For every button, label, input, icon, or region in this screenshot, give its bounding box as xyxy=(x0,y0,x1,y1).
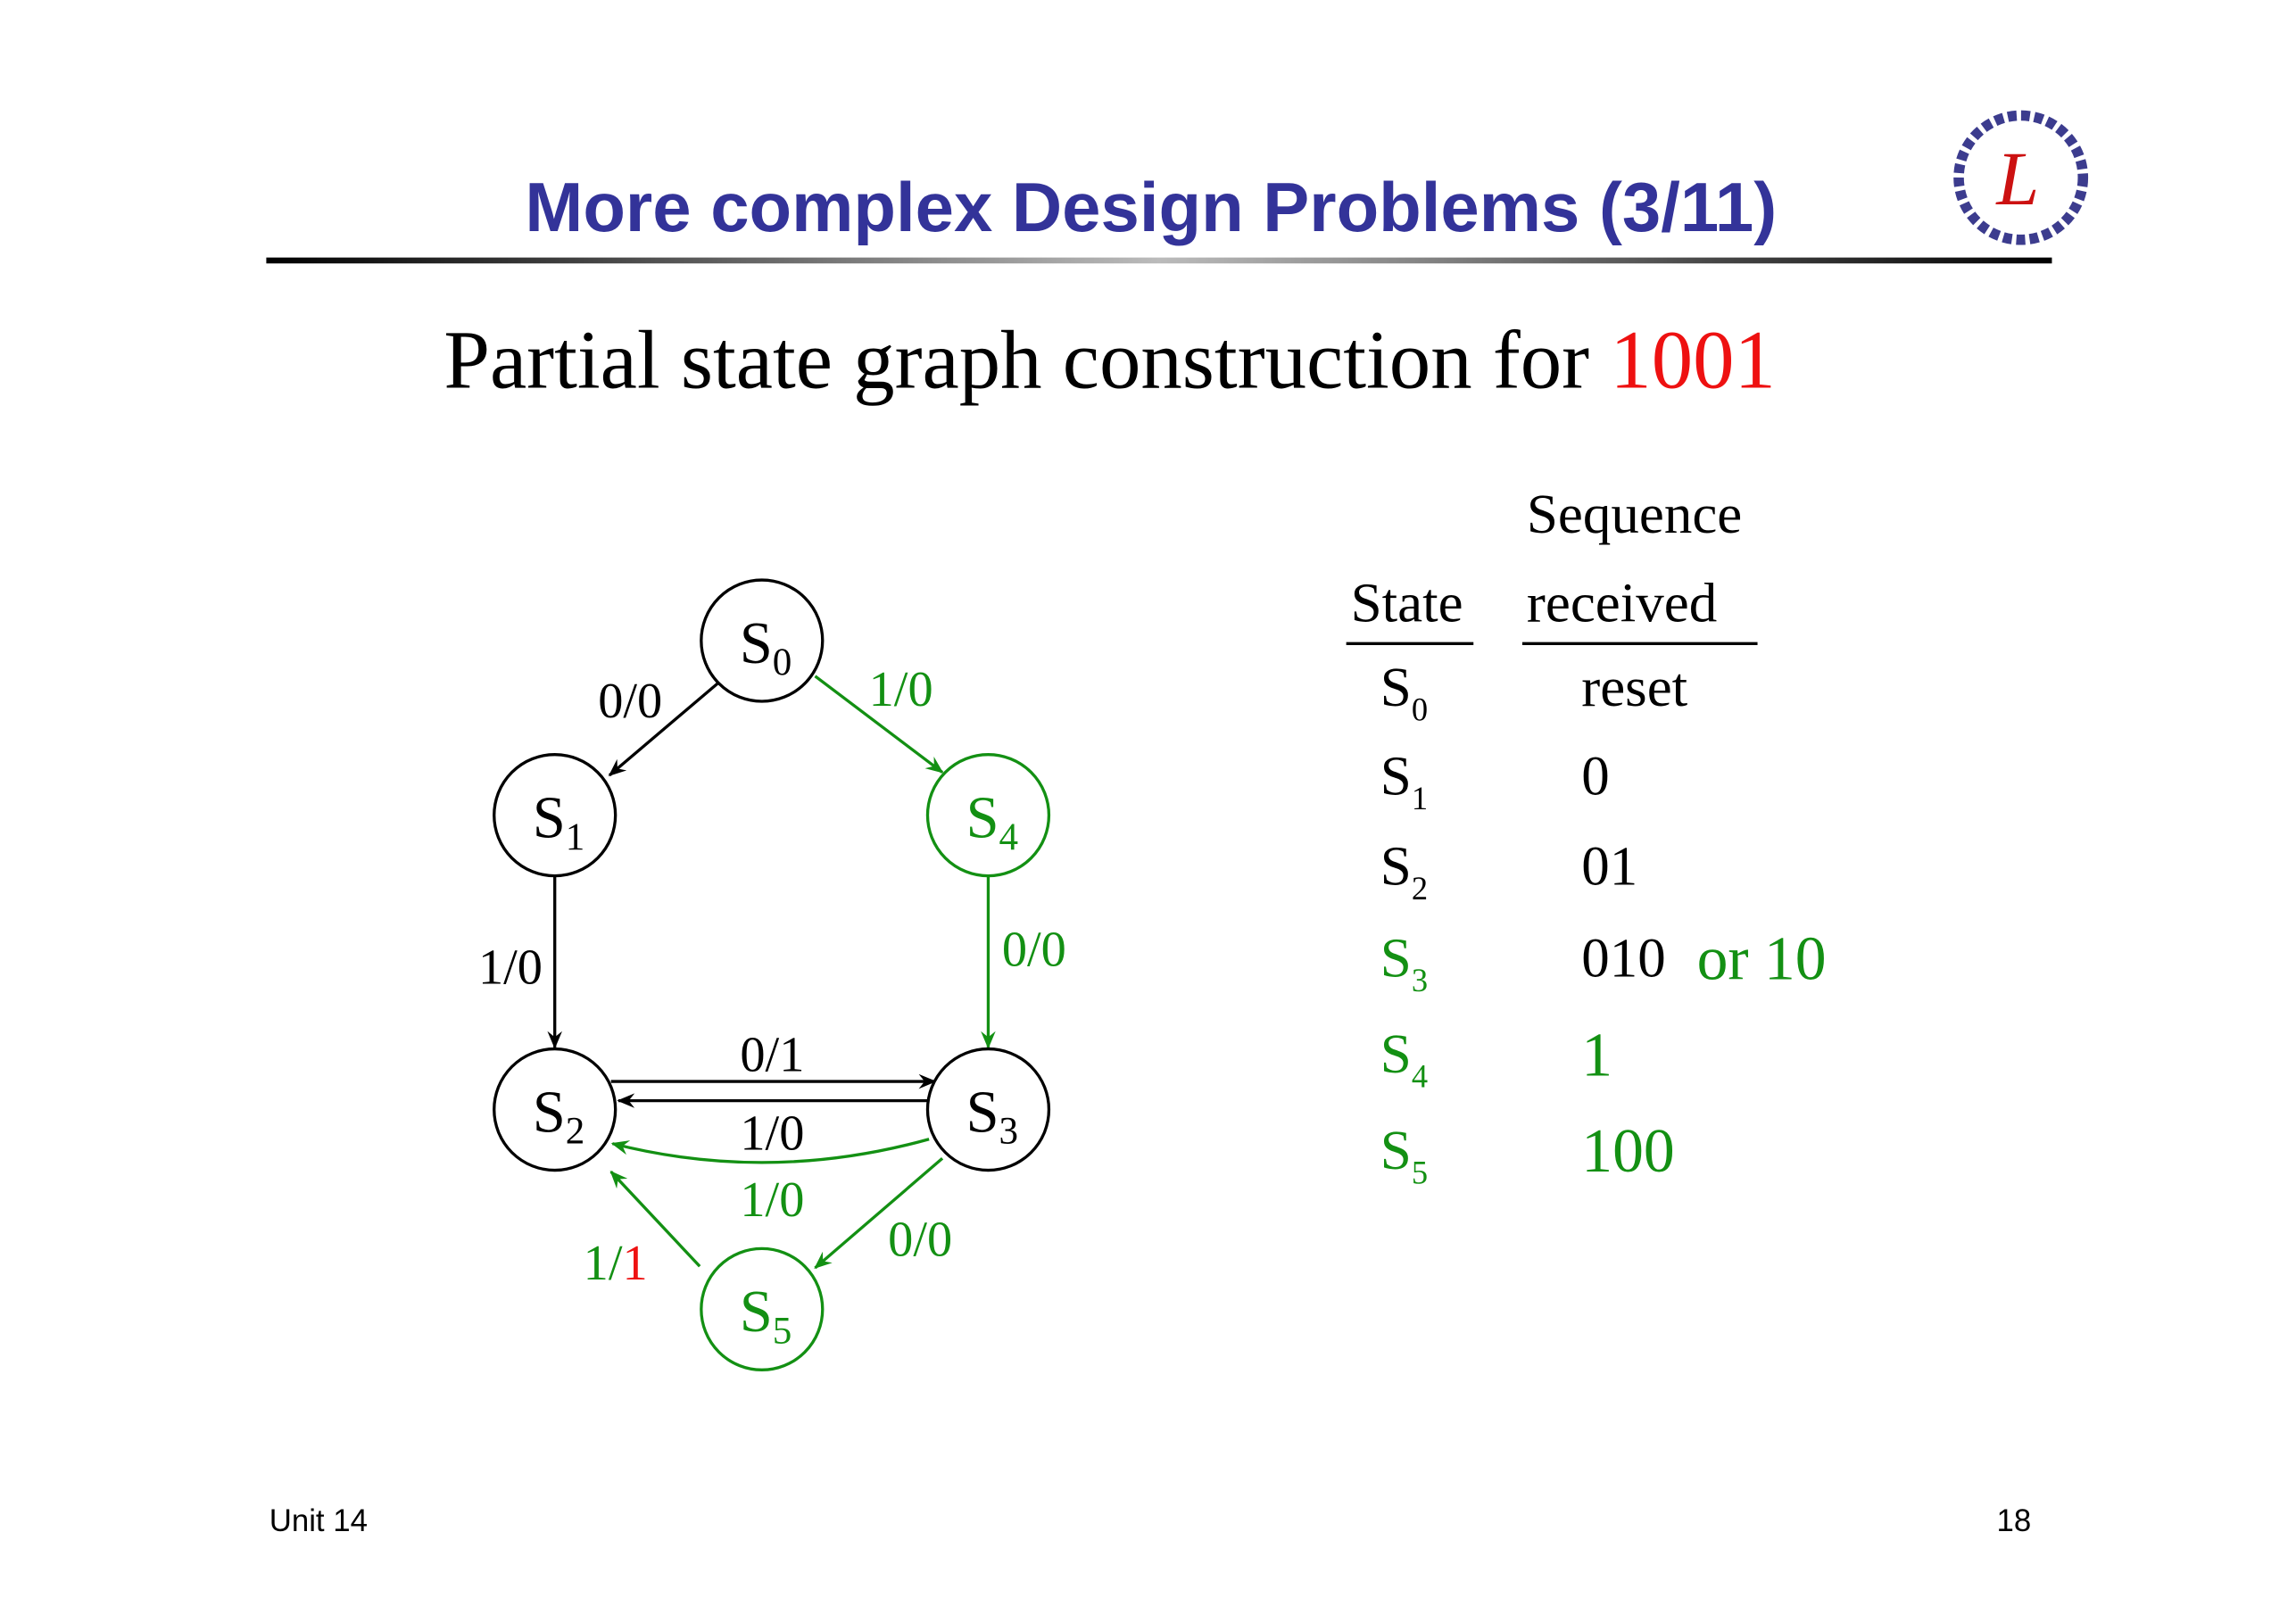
svg-text:S0: S0 xyxy=(1380,656,1428,728)
svg-text:100: 100 xyxy=(1581,1117,1674,1186)
svg-text:S5: S5 xyxy=(1380,1119,1428,1191)
edge-label-s3-s2: 1/0 xyxy=(740,1105,804,1161)
edge-s0-s1 xyxy=(608,682,719,777)
svg-text:S1: S1 xyxy=(533,786,584,858)
state-node-s3: S3 xyxy=(925,1047,1051,1172)
subtitle-sequence: 1001 xyxy=(1610,315,1776,407)
edge-label-s5-s2: 1/1 xyxy=(584,1236,648,1291)
svg-text:S4: S4 xyxy=(1380,1023,1428,1095)
state-node-s2: S2 xyxy=(493,1047,618,1172)
logo-letter: L xyxy=(1994,136,2039,221)
svg-text:S2: S2 xyxy=(533,1080,584,1152)
state-graph xyxy=(547,675,996,1270)
header-state: State xyxy=(1351,571,1463,633)
edge-label-s3-s2-curve: 1/0 xyxy=(740,1172,804,1228)
svg-text:S5: S5 xyxy=(740,1279,792,1352)
table-row: S3 010 or 10 xyxy=(1380,925,1827,998)
subtitle: Partial state graph construction for 100… xyxy=(443,315,1776,407)
edge-s0-s4 xyxy=(814,675,944,774)
table-row: S5 100 xyxy=(1380,1117,1675,1190)
state-node-s1: S1 xyxy=(493,753,618,878)
svg-text:S3: S3 xyxy=(966,1080,1018,1152)
title-rule xyxy=(266,257,2052,264)
slide-title: More complex Design Problems (3/11) xyxy=(525,168,1777,246)
state-node-s4: S4 xyxy=(925,753,1051,878)
svg-text:S3: S3 xyxy=(1380,926,1428,998)
svg-text:01: 01 xyxy=(1581,835,1637,898)
subtitle-text: Partial state graph construction for xyxy=(443,315,1610,407)
svg-text:S4: S4 xyxy=(966,786,1018,858)
svg-text:0: 0 xyxy=(1581,744,1610,807)
logic-design-logo: L xyxy=(1953,110,2089,245)
table-row: S4 1 xyxy=(1380,1021,1612,1094)
table-row: S0 reset xyxy=(1380,656,1688,728)
svg-text:S1: S1 xyxy=(1380,744,1428,816)
svg-text:S2: S2 xyxy=(1380,835,1428,907)
state-table: Sequence State received S0 reset S1 0 S2… xyxy=(1346,483,1827,1190)
table-row: S1 0 xyxy=(1380,744,1610,816)
svg-text:010: 010 xyxy=(1581,926,1665,989)
edge-s3-s2-curve xyxy=(610,1138,930,1164)
footer-unit: Unit 14 xyxy=(269,1503,368,1538)
edge-label-s1-s2: 1/0 xyxy=(478,940,543,996)
state-node-s5: S5 xyxy=(700,1246,825,1372)
edge-label-s0-s1: 0/0 xyxy=(598,674,662,729)
header-sequence: Sequence xyxy=(1527,483,1742,545)
edge-label-s4-s3: 0/0 xyxy=(1002,923,1066,978)
edge-label-s2-s3: 0/1 xyxy=(740,1027,804,1082)
header-received: received xyxy=(1527,571,1717,633)
svg-text:1: 1 xyxy=(1581,1021,1612,1089)
svg-text:or 10: or 10 xyxy=(1697,925,1827,994)
table-row: S2 01 xyxy=(1380,835,1637,907)
edge-label-s3-s5: 0/0 xyxy=(888,1213,952,1268)
edge-s5-s2 xyxy=(609,1170,701,1268)
edge-label-s0-s4: 1/0 xyxy=(869,662,933,717)
page-number: 18 xyxy=(1997,1503,2032,1538)
state-node-s0: S0 xyxy=(700,578,825,703)
svg-text:reset: reset xyxy=(1581,656,1687,718)
svg-text:S0: S0 xyxy=(740,611,792,683)
edge-s3-s5 xyxy=(814,1157,944,1270)
